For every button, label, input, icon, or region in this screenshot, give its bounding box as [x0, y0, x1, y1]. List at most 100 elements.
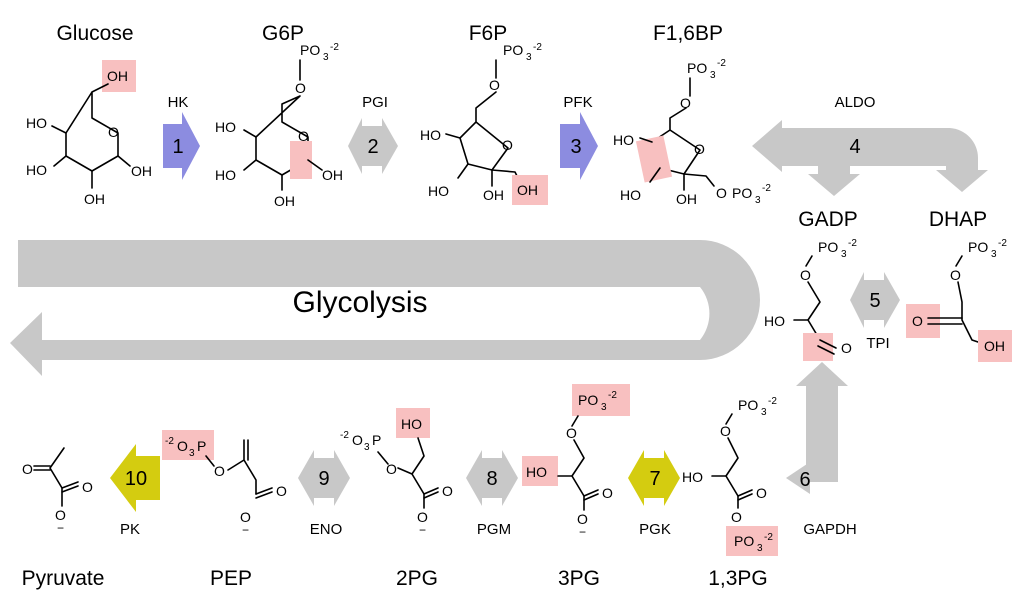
svg-text:O: O: [177, 438, 188, 454]
step-7-arrow: 7: [628, 450, 680, 506]
svg-text:O: O: [352, 432, 363, 448]
svg-text:HO: HO: [526, 464, 547, 480]
svg-text:PO: PO: [968, 239, 988, 255]
svg-text:HO: HO: [401, 416, 422, 432]
svg-text:-2: -2: [330, 42, 339, 53]
label-13bpg: 1,3PG: [708, 567, 768, 590]
step-2-arrow: 2: [348, 118, 398, 174]
svg-text:HO: HO: [428, 183, 449, 199]
svg-text:3: 3: [526, 52, 532, 63]
svg-text:3: 3: [323, 52, 329, 63]
enzyme-pgm: PGM: [477, 521, 511, 538]
svg-text:O: O: [800, 267, 811, 283]
pg2-oh-highlight: [396, 408, 430, 438]
svg-text:HO: HO: [613, 132, 634, 148]
diagram-title: Glycolysis: [292, 286, 427, 319]
label-f6p: F6P: [469, 22, 508, 45]
svg-text:HO: HO: [26, 162, 47, 178]
svg-text:PO: PO: [578, 392, 598, 408]
svg-text:-2: -2: [165, 436, 174, 447]
step-6-arrow: 6: [786, 362, 848, 494]
svg-text:O: O: [417, 509, 428, 525]
f6p-structure: PO 3 -2 O O HO HO OH OH: [420, 42, 548, 205]
enzyme-gapdh: GAPDH: [803, 521, 856, 538]
svg-text:HO: HO: [764, 313, 785, 329]
svg-text:-2: -2: [608, 390, 617, 401]
svg-text:O: O: [214, 463, 225, 479]
svg-text:O: O: [298, 128, 309, 144]
step-10-arrow: 10: [110, 444, 160, 512]
svg-text:O: O: [22, 461, 33, 477]
svg-text:-2: -2: [764, 532, 773, 543]
svg-text:HO: HO: [682, 469, 703, 485]
svg-text:P: P: [372, 432, 381, 448]
svg-text:HO: HO: [420, 127, 441, 143]
svg-text:6: 6: [799, 469, 810, 491]
enzyme-hk: HK: [168, 94, 189, 111]
svg-text:PO: PO: [732, 185, 752, 201]
label-f16bp: F1,6BP: [653, 22, 723, 45]
svg-text:HO: HO: [215, 119, 236, 135]
svg-text:PO: PO: [738, 397, 758, 413]
svg-text:O: O: [276, 483, 287, 499]
glucose-oh-highlight: [102, 60, 136, 92]
svg-text:3: 3: [601, 402, 607, 413]
svg-text:OH: OH: [984, 338, 1005, 354]
svg-text:OH: OH: [676, 191, 697, 207]
label-pyruvate: Pyruvate: [22, 567, 105, 590]
svg-text:O: O: [577, 511, 588, 527]
svg-text:−: −: [57, 521, 64, 535]
pep-structure: -2 O 3 P O O O −: [162, 430, 287, 537]
svg-text:PO: PO: [300, 42, 320, 58]
svg-text:O: O: [566, 425, 577, 441]
svg-text:O: O: [442, 483, 453, 499]
dhap-structure: PO 3 -2 O O OH: [906, 238, 1012, 362]
svg-text:OH: OH: [322, 167, 343, 183]
svg-text:7: 7: [649, 468, 660, 490]
pep-phosphate-highlight: [162, 430, 214, 460]
svg-text:-2: -2: [768, 396, 777, 407]
pg3-structure: PO 3 -2 O HO O O −: [522, 384, 630, 539]
svg-text:−: −: [419, 523, 426, 537]
step-1-arrow: 1: [163, 112, 200, 180]
pyruvate-structure: O O O −: [22, 447, 93, 535]
svg-text:8: 8: [486, 468, 497, 490]
svg-text:O: O: [912, 313, 923, 329]
enzyme-aldo: ALDO: [835, 94, 876, 111]
svg-text:−: −: [579, 525, 586, 539]
svg-text:O: O: [720, 423, 731, 439]
svg-text:O: O: [240, 509, 251, 525]
svg-text:O: O: [950, 267, 961, 283]
svg-text:-2: -2: [533, 42, 542, 53]
svg-text:3: 3: [757, 543, 763, 554]
dhap-ketone-highlight: [906, 304, 940, 338]
svg-text:HO: HO: [620, 187, 641, 203]
step-4-arrow: 4: [752, 120, 988, 196]
svg-text:O: O: [295, 80, 306, 96]
gadp-aldehyde-highlight: [803, 333, 833, 361]
svg-text:O: O: [82, 479, 93, 495]
svg-text:PO: PO: [687, 60, 707, 76]
pg2-structure: HO -2 O 3 P O O O −: [340, 408, 453, 537]
svg-text:−: −: [242, 523, 249, 537]
svg-text:3: 3: [761, 407, 767, 418]
svg-text:-2: -2: [340, 430, 349, 441]
label-pep: PEP: [210, 567, 252, 590]
dhap-oh-highlight: [978, 330, 1012, 362]
svg-text:O: O: [55, 507, 66, 523]
enzyme-pfk: PFK: [563, 94, 592, 111]
svg-text:3: 3: [991, 249, 997, 260]
svg-text:5: 5: [869, 290, 880, 312]
enzyme-pgi: PGI: [362, 94, 388, 111]
svg-text:O: O: [694, 141, 705, 157]
label-g6p: G6P: [262, 22, 304, 45]
enzyme-eno: ENO: [310, 521, 343, 538]
svg-text:O: O: [386, 461, 397, 477]
svg-text:3: 3: [841, 249, 847, 260]
svg-text:PO: PO: [503, 42, 523, 58]
svg-text:OH: OH: [274, 193, 295, 209]
svg-text:O: O: [502, 137, 513, 153]
svg-text:9: 9: [318, 468, 329, 490]
